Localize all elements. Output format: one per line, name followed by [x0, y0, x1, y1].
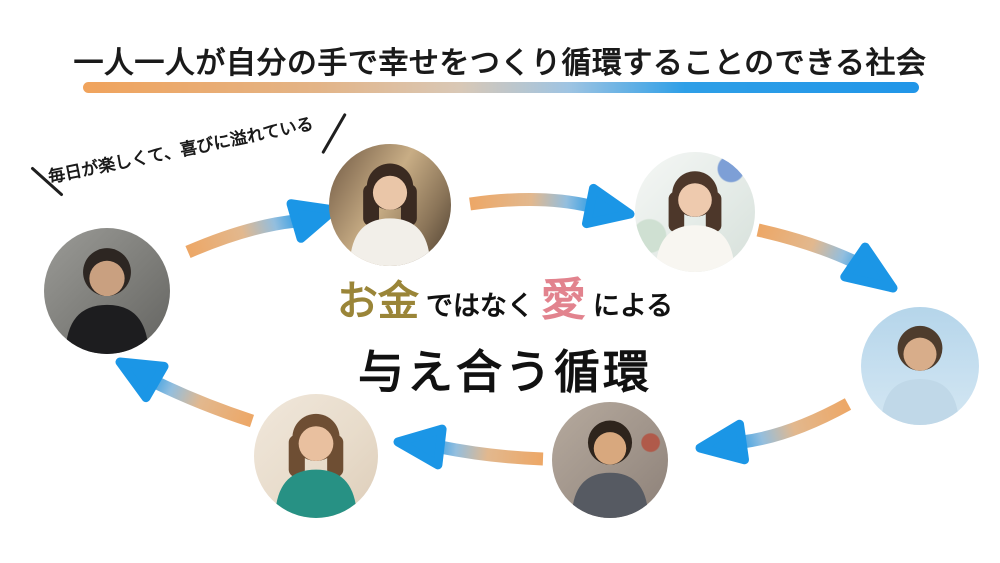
money-word: お金: [336, 278, 419, 324]
love-word: 愛: [540, 274, 586, 325]
person-silhouette-icon: [65, 248, 149, 354]
callout-right-slash: [321, 112, 347, 155]
arrow-2: [469, 183, 635, 229]
callout-text: 毎日が楽しくて、喜びに溢れている: [46, 114, 316, 187]
photo-man-city-street: [552, 402, 668, 518]
center-message: お金 ではなく 愛 による 与え合う循環: [0, 263, 1000, 402]
person-silhouette-icon: [881, 325, 959, 425]
connector-text-2: による: [592, 291, 674, 321]
person-silhouette-icon: [655, 171, 735, 272]
photo-woman-white-coat: [329, 144, 451, 266]
arrow-1: [185, 199, 339, 258]
center-message-line1: お金 ではなく 愛 による: [0, 263, 1000, 328]
photo-man-blue-shirt: [861, 307, 979, 425]
center-message-line2: 与え合う循環: [358, 346, 652, 398]
title-gradient-underline: [83, 82, 919, 93]
person-silhouette-icon: [275, 413, 357, 518]
photo-woman-glasses: [254, 394, 378, 518]
arrow-5: [393, 424, 544, 470]
person-silhouette-icon: [349, 163, 431, 266]
connector-text-1: ではなく: [425, 291, 534, 321]
photo-woman-white-top: [635, 152, 755, 272]
person-silhouette-icon: [571, 420, 649, 518]
page-title: 一人一人が自分の手で幸せをつくり循環することのできる社会: [73, 47, 927, 80]
arrow-4: [695, 398, 852, 465]
photo-man-black-shirt: [44, 228, 170, 354]
